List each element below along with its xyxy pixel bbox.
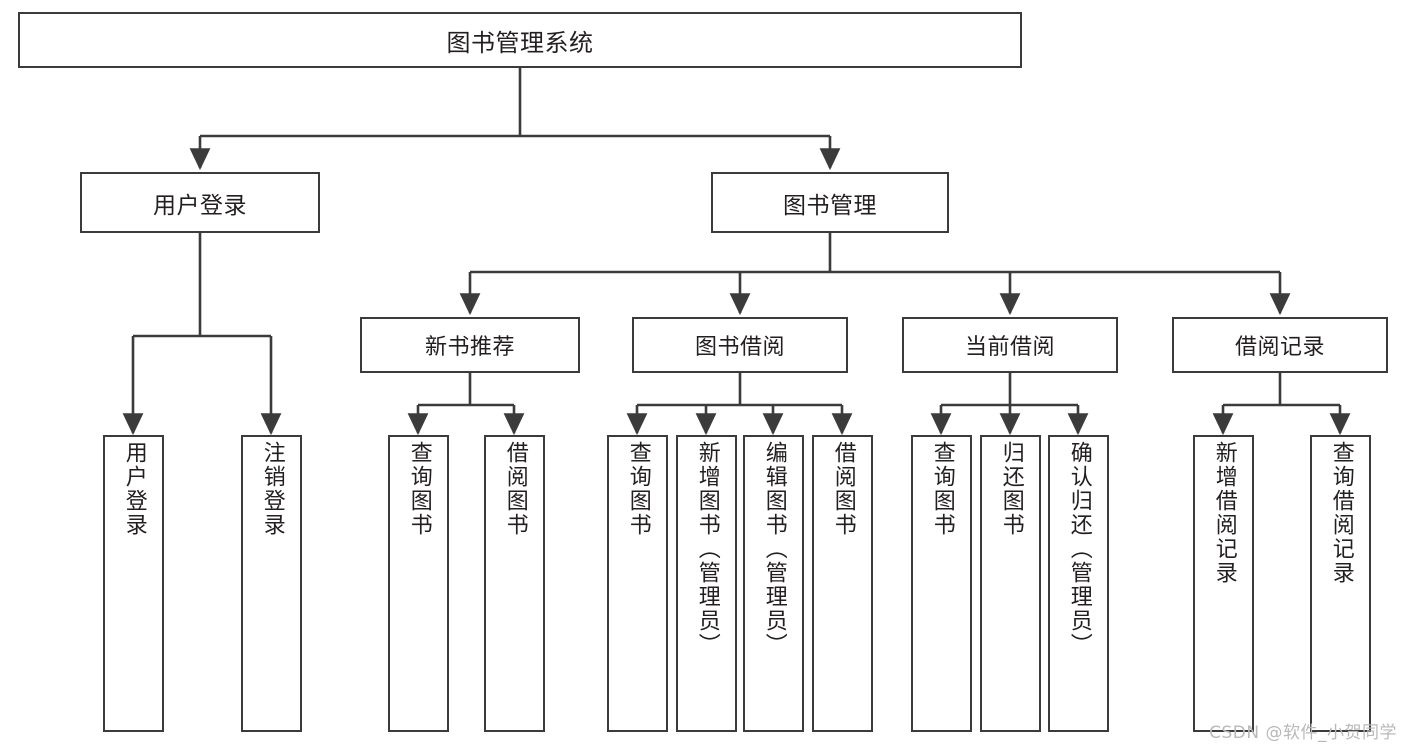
- leaf-new-book-borrow[interactable]: 借阅图书: [484, 435, 545, 732]
- leaf-query-record-label: 查询借阅记录: [1328, 441, 1354, 585]
- node-new-book-label: 新书推荐: [424, 335, 515, 360]
- leaf-user-login-label: 用户登录: [121, 441, 147, 537]
- leaf-current-query-label: 查询图书: [929, 441, 955, 537]
- node-book-manage[interactable]: 图书管理: [711, 172, 949, 233]
- node-borrow-record-label: 借阅记录: [1234, 335, 1325, 360]
- leaf-new-book-borrow-label: 借阅图书: [502, 441, 528, 537]
- watermark: CSDN @软件_小贺同学: [1209, 723, 1397, 743]
- node-borrow-record[interactable]: 借阅记录: [1172, 317, 1388, 373]
- leaf-return-book-label: 归还图书: [998, 441, 1024, 537]
- leaf-book-borrow-action[interactable]: 借阅图书: [812, 435, 873, 732]
- leaf-logout-label: 注销登录: [259, 441, 285, 537]
- leaf-logout[interactable]: 注销登录: [241, 435, 302, 732]
- node-current-borrow[interactable]: 当前借阅: [902, 317, 1118, 373]
- leaf-new-book-query-label: 查询图书: [406, 441, 432, 537]
- node-root[interactable]: 图书管理系统: [18, 12, 1022, 68]
- leaf-current-query[interactable]: 查询图书: [911, 435, 972, 732]
- node-book-borrow[interactable]: 图书借阅: [632, 317, 848, 373]
- leaf-book-add[interactable]: 新增图书（管理员）: [676, 435, 737, 732]
- leaf-book-borrow-action-label: 借阅图书: [830, 441, 856, 537]
- leaf-new-book-query[interactable]: 查询图书: [388, 435, 449, 732]
- leaf-user-login[interactable]: 用户登录: [103, 435, 164, 732]
- leaf-confirm-return[interactable]: 确认归还（管理员）: [1048, 435, 1109, 732]
- node-new-book[interactable]: 新书推荐: [360, 317, 580, 373]
- node-user-login[interactable]: 用户登录: [80, 172, 320, 233]
- leaf-book-borrow-query[interactable]: 查询图书: [607, 435, 668, 732]
- leaf-add-record-label: 新增借阅记录: [1211, 441, 1237, 585]
- node-book-borrow-label: 图书借阅: [694, 335, 785, 360]
- leaf-book-add-label: 新增图书（管理员）: [694, 441, 720, 657]
- leaf-book-edit-label: 编辑图书（管理员）: [761, 441, 787, 657]
- leaf-query-record[interactable]: 查询借阅记录: [1310, 435, 1371, 732]
- leaf-book-borrow-query-label: 查询图书: [625, 441, 651, 537]
- node-current-borrow-label: 当前借阅: [964, 335, 1055, 360]
- leaf-confirm-return-label: 确认归还（管理员）: [1066, 441, 1092, 657]
- leaf-return-book[interactable]: 归还图书: [980, 435, 1041, 732]
- node-root-label: 图书管理系统: [446, 28, 594, 57]
- leaf-add-record[interactable]: 新增借阅记录: [1193, 435, 1254, 732]
- node-user-login-label: 用户登录: [153, 192, 247, 219]
- leaf-book-edit[interactable]: 编辑图书（管理员）: [743, 435, 804, 732]
- node-book-manage-label: 图书管理: [783, 192, 877, 219]
